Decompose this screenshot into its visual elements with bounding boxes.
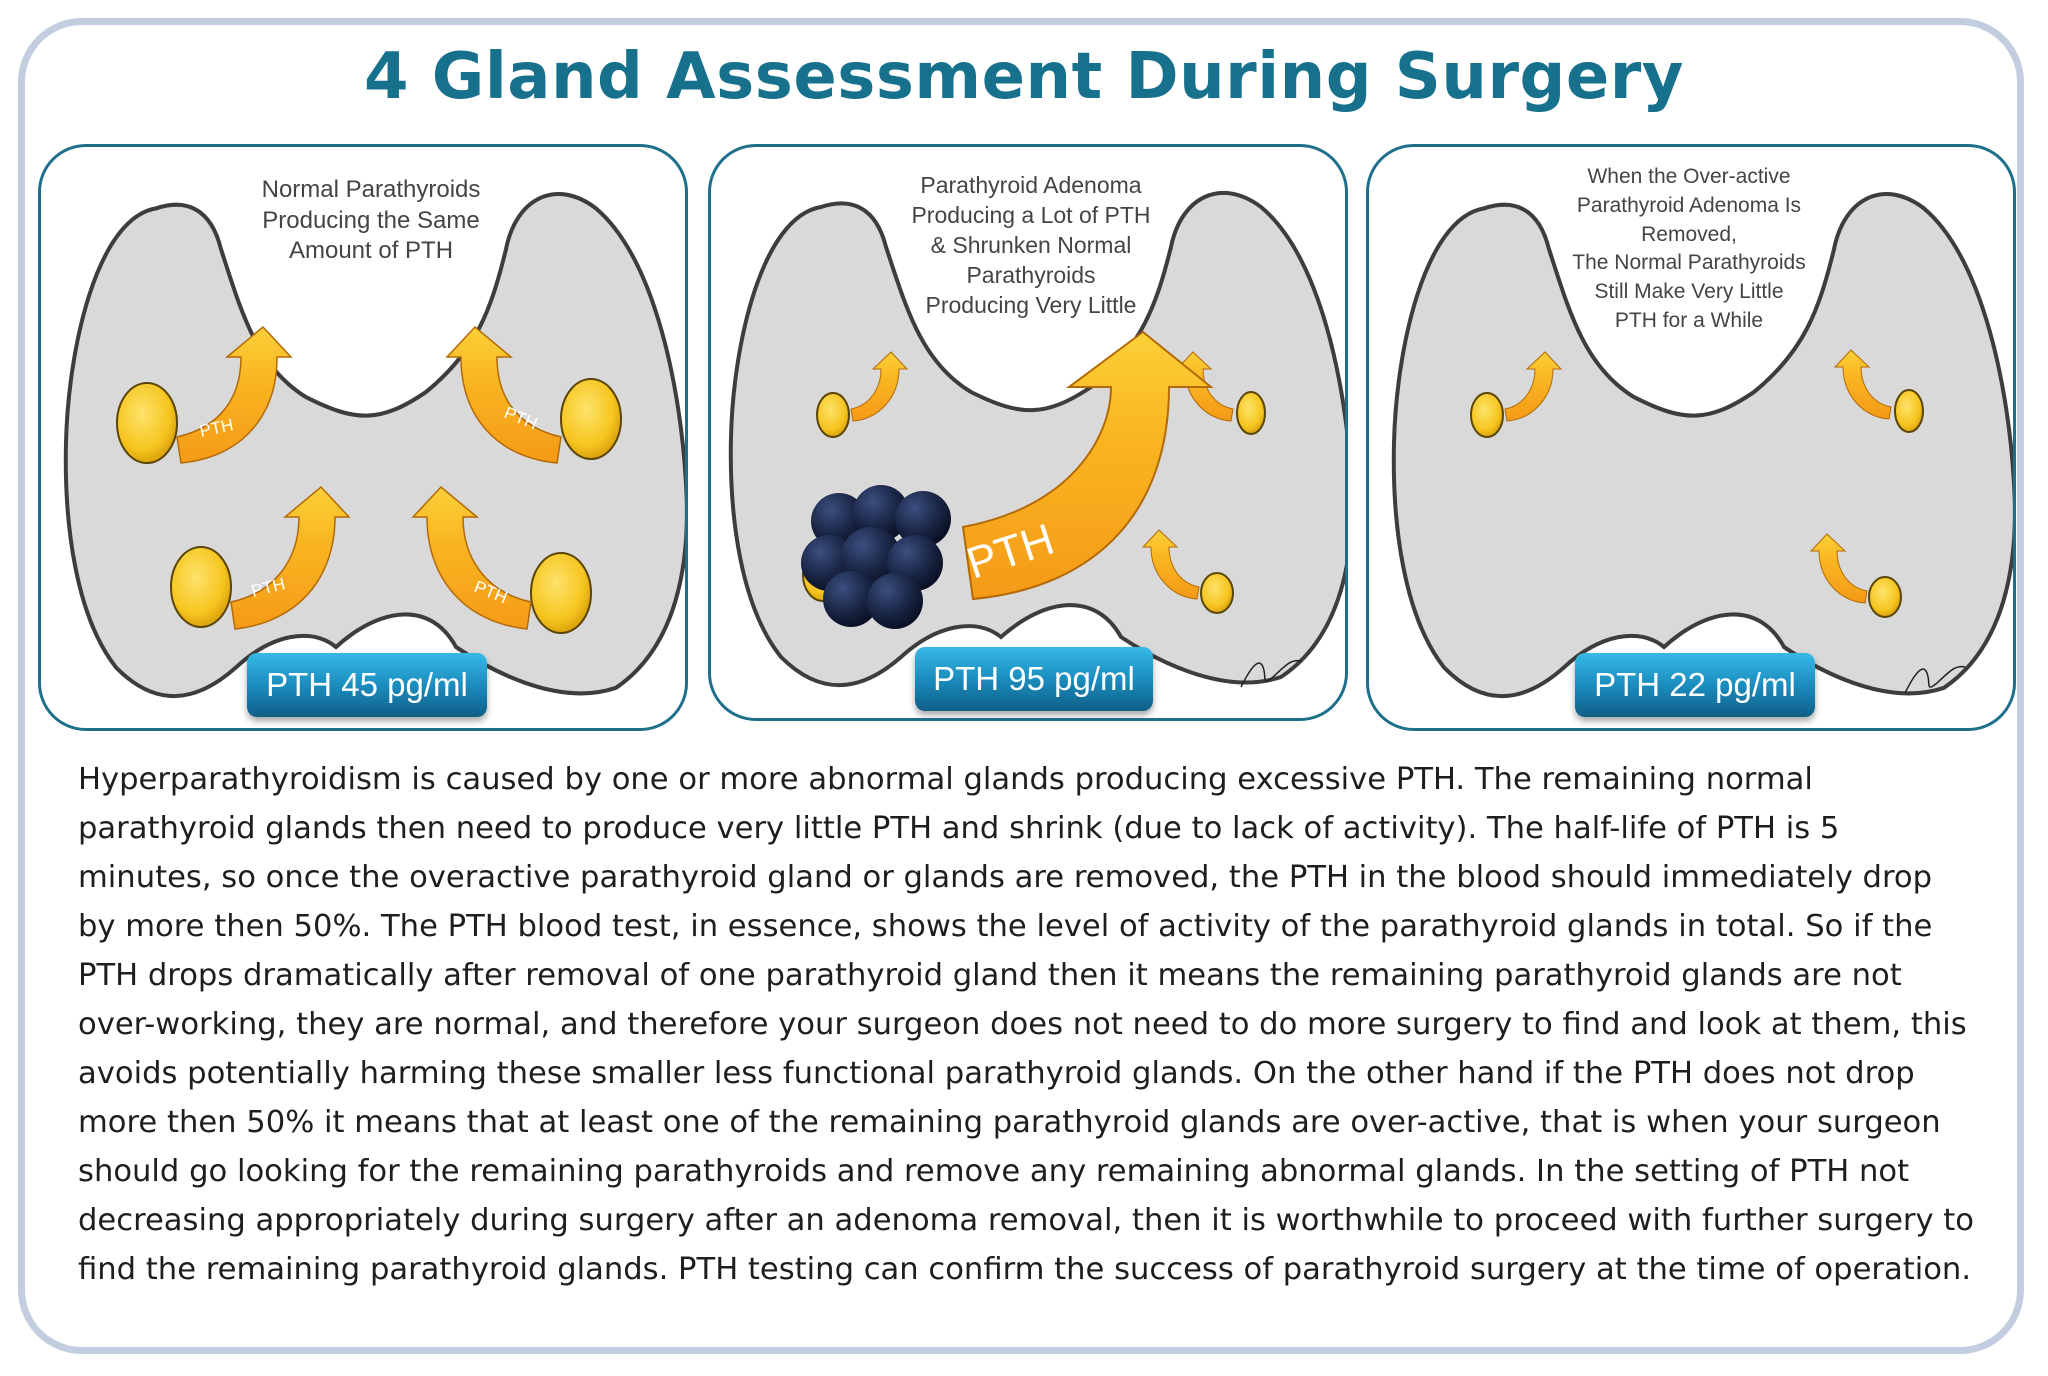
pth-arrow-icon — [1504, 351, 1563, 422]
pth-arrow-icon — [1141, 529, 1200, 600]
thyroid-illustration: PTH PTH PTH PTH — [41, 147, 688, 731]
signature-icon — [1904, 665, 1966, 694]
parathyroid-gland-icon — [1200, 572, 1234, 614]
parathyroid-gland-icon — [816, 392, 850, 438]
parathyroid-gland-icon — [1470, 392, 1504, 438]
pth-arrow-icon — [1833, 349, 1892, 420]
parathyroid-gland-icon — [1868, 576, 1902, 618]
pth-arrow-icon — [230, 485, 351, 630]
pth-large-arrow-icon — [961, 330, 1214, 601]
parathyroid-gland-icon — [1236, 391, 1266, 435]
parathyroid-gland-icon — [116, 382, 178, 464]
pth-level-badge: PTH 45 pg/ml — [247, 653, 487, 717]
panel-caption: When the Over-active Parathyroid Adenoma… — [1572, 165, 1806, 332]
panel-after-removal: When the Over-active Parathyroid Adenoma… — [1366, 144, 2016, 731]
adenoma-icon — [801, 485, 951, 629]
thyroid-illustration: PTH — [728, 190, 1345, 688]
pth-arrow-icon — [850, 351, 909, 422]
thyroid-illustration — [1369, 147, 2016, 731]
panel-adenoma: PTH Parathyroid Adenoma Producing a Lot … — [708, 144, 1348, 721]
parathyroid-gland-icon — [560, 378, 622, 460]
parathyroid-gland-icon — [1894, 389, 1924, 433]
pth-arrow-icon — [411, 485, 532, 630]
pth-level-badge: PTH 95 pg/ml — [915, 647, 1153, 711]
panel-caption: Normal Parathyroids Producing the Same A… — [261, 176, 481, 265]
explanation-paragraph: Hyperparathyroidism is caused by one or … — [78, 762, 1975, 1287]
parathyroid-gland-icon — [170, 546, 232, 628]
pth-arrow-icon — [1809, 533, 1868, 604]
page-title: 4 Gland Assessment During Surgery — [363, 40, 1685, 114]
pth-arrow-icon — [176, 325, 293, 464]
pth-level-badge: PTH 22 pg/ml — [1575, 653, 1815, 717]
signature-icon — [1240, 659, 1302, 688]
parathyroid-gland-icon — [530, 552, 592, 634]
panel-normal: PTH PTH PTH PTH Normal Parathyroids Prod… — [38, 144, 688, 731]
panel-caption: Parathyroid Adenoma Producing a Lot of P… — [911, 172, 1151, 318]
pth-arrow-icon — [445, 325, 562, 464]
